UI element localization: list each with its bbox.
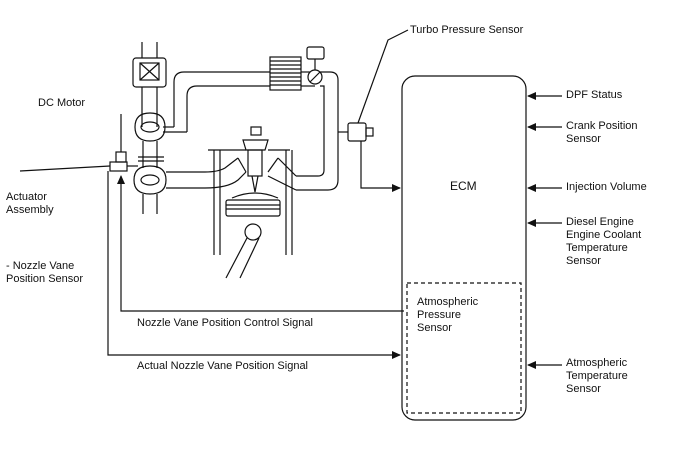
actuator-assembly-label: Actuator Assembly [6,191,54,216]
engine-cylinder-icon [208,149,297,279]
turbo-pressure-signal-line [360,141,401,192]
input-label-dpf-status: DPF Status [566,89,623,101]
atmospheric-pressure-sensor-box [406,282,522,414]
throttle-icon [306,46,325,85]
intercooler-icon [269,56,302,91]
dc-motor-label: DC Motor [38,97,86,109]
turbo-pressure-sensor-leader [357,29,409,124]
ecm-label: ECM [450,179,477,193]
actual-nozzle-vane-signal-line [107,171,401,359]
air-filter-icon [132,42,167,127]
input-label-injection-volume: Injection Volume [566,181,647,193]
nozzle-vane-control-signal-line [117,175,404,312]
intake-pipe [163,71,339,191]
nozzle-vane-control-signal-label: Nozzle Vane Position Control Signal [137,317,313,329]
actuator-assembly-leader [19,165,111,172]
turbo-pressure-sensor-label: Turbo Pressure Sensor [410,24,524,36]
actual-nozzle-vane-signal-label: Actual Nozzle Vane Position Signal [137,360,309,372]
ecm-box [401,75,527,421]
atmospheric-pressure-sensor-label: Atmospheric Pressure Sensor [417,296,479,334]
actuator-assembly-icon [109,151,138,172]
nozzle-vane-position-sensor-label: - Nozzle Vane Position Sensor [6,260,84,285]
input-label-crank-position-sensor: Crank Position Sensor [566,120,638,145]
exhaust-pipe [166,157,247,189]
input-label-coolant-temperature-sensor: Diesel Engine Engine Coolant Temperature… [566,216,642,267]
turbocharger-icon [133,112,167,214]
input-label-atmospheric-temperature-sensor: Atmospheric Temperature Sensor [566,357,628,395]
turbo-pressure-sensor-icon [338,122,374,142]
injector-icon [242,126,269,193]
